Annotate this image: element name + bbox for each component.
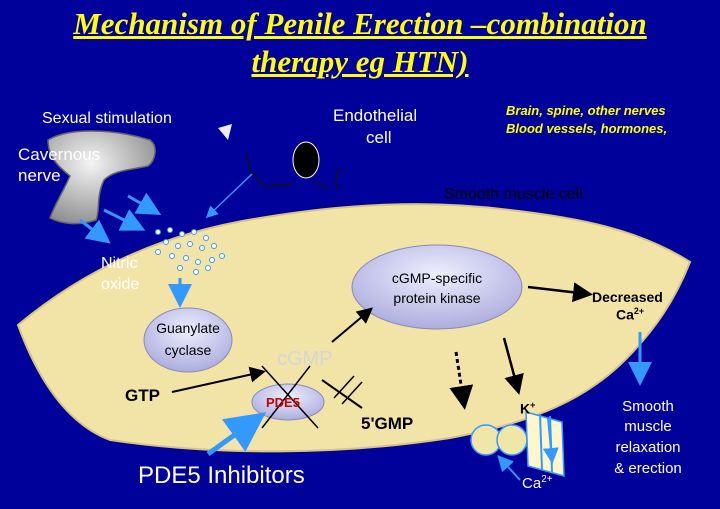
title-line-2: therapy eg HTN) [251, 44, 469, 79]
5gmp-label: 5'GMP [361, 414, 414, 433]
sources-label-2: Blood vessels, hormones, [506, 121, 668, 136]
pde5-shape [251, 383, 325, 421]
calcium-channel-right [496, 424, 528, 456]
sources-label-1: Brain, spine, other nerves [506, 103, 666, 118]
guanylate-cyclase-label-2: cyclase [164, 342, 212, 358]
title-line-1: Mechanism of Penile Erection –combinatio… [73, 6, 647, 41]
smooth-muscle-cell-label: Smooth muscle cell [444, 186, 583, 203]
cavernous-nerve-icon [47, 130, 156, 225]
nitric-oxide-label-2: oxide [101, 276, 140, 293]
guanylate-cyclase-shape [143, 307, 233, 373]
endothelial-nucleus-icon [292, 141, 320, 179]
nitric-oxide-dots [155, 227, 225, 275]
potassium-label: K+ [520, 400, 536, 417]
pde5-label: PDE5 [266, 395, 300, 410]
relaxation-label-4: & erection [614, 460, 682, 477]
relaxation-label-3: relaxation [615, 439, 681, 456]
endothelial-cell-label-2: cell [366, 128, 392, 147]
decreased-calcium-label: Ca2+ [616, 306, 645, 323]
calcium-bottom-label: Ca2+ [522, 474, 553, 492]
sexual-stimulation-label: Sexual stimulation [42, 110, 172, 127]
pde5-inhibitors-label: PDE5 Inhibitors [138, 462, 305, 489]
protein-kinase-label-2: protein kinase [393, 290, 481, 306]
smooth-muscle-cell-shape [16, 203, 692, 453]
protein-kinase-shape [351, 244, 523, 330]
guanylate-cyclase-label-1: Guanylate [156, 320, 220, 336]
potassium-channel-icon [525, 411, 565, 477]
cgmp-label: cGMP [277, 348, 333, 370]
nitric-oxide-label-1: Nitric [101, 255, 138, 272]
cavernous-nerve-label-2: nerve [18, 166, 61, 185]
relaxation-label-2: muscle [624, 418, 672, 435]
endothelial-cell-label-1: Endothelial [333, 106, 418, 125]
protein-kinase-label-1: cGMP-specific [391, 270, 483, 286]
endothelial-cell-fragment-icon [218, 124, 232, 140]
gtp-label: GTP [125, 386, 160, 405]
decreased-label: Decreased [592, 289, 663, 305]
cavernous-nerve-label-1: Cavernous [18, 145, 101, 164]
relaxation-label-1: Smooth [622, 398, 674, 415]
